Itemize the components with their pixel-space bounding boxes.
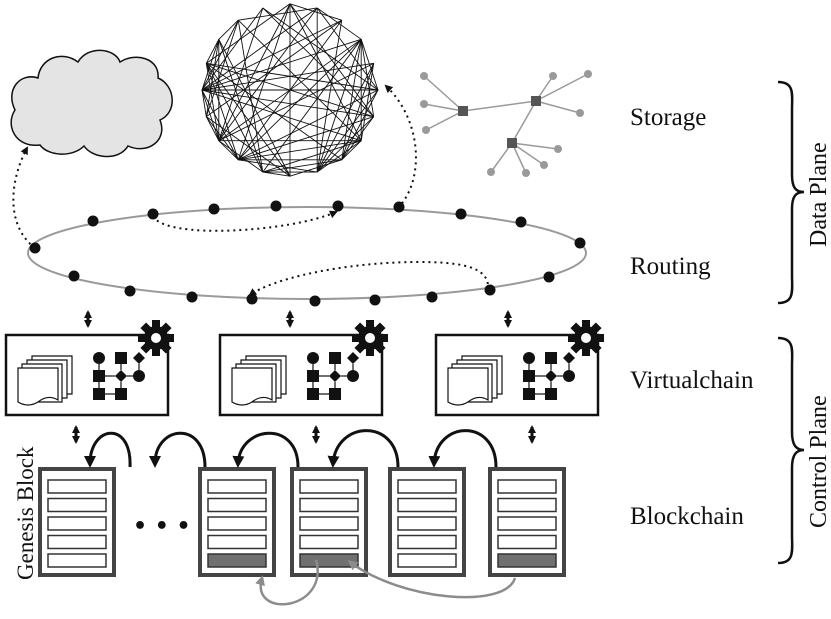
chain-arrow-5 — [428, 429, 498, 468]
gear-icon — [138, 320, 174, 356]
tree-network-graphic — [420, 70, 592, 177]
data-plane-brace — [777, 80, 805, 305]
chain-arrow-4 — [327, 429, 400, 468]
gray-arrow-right — [347, 560, 517, 599]
data-plane-label: Data Plane — [806, 142, 831, 247]
virtualchain-box-right — [434, 320, 604, 417]
control-plane-brace — [777, 336, 805, 565]
control-plane-label: Control Plane — [806, 395, 831, 528]
virtualchain-box-left — [4, 320, 174, 417]
chain-arrow-2 — [149, 431, 207, 468]
virtualchain-box-middle — [218, 320, 388, 417]
routing-ring — [27, 206, 587, 300]
mesh-network-graphic — [201, 3, 379, 177]
gray-arrow-left — [255, 559, 319, 606]
gear-icon — [352, 320, 388, 356]
layer-label-routing: Routing — [630, 253, 711, 280]
layer-label-storage: Storage — [630, 104, 706, 131]
layer-label-virtualchain: Virtualchain — [630, 367, 754, 394]
gear-icon — [568, 320, 604, 356]
chain-arrow-3 — [232, 431, 300, 468]
dotted-route-internal-bottom — [248, 260, 490, 297]
dotted-route-to-mesh — [384, 84, 417, 209]
dotted-route-internal-top — [152, 210, 338, 232]
routing-ring-nodes — [29, 200, 586, 307]
chain-arrow-1 — [84, 431, 132, 468]
layer-label-blockchain: Blockchain — [630, 503, 744, 530]
cloud-shape — [10, 49, 173, 158]
genesis-block-label: Genesis Block — [13, 446, 38, 580]
blocks-ellipsis: • • • — [133, 514, 191, 539]
blockchain-blocks — [38, 467, 566, 577]
dotted-route-to-cloud — [12, 146, 36, 249]
